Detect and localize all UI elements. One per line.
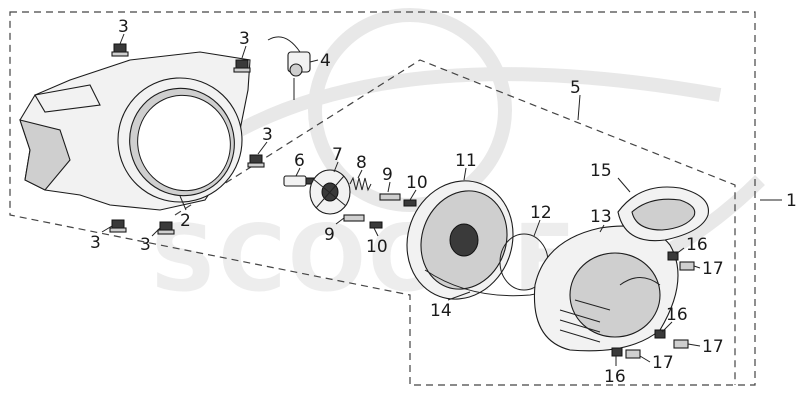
screw-3-top	[111, 43, 129, 57]
screw-3-middle	[247, 154, 265, 168]
starter-handle-part-15	[617, 186, 709, 242]
callout-2: 2	[180, 211, 191, 231]
callout-14: 14	[430, 301, 452, 321]
callout-3-top: 3	[118, 17, 129, 37]
callout-10-upper: 10	[406, 173, 428, 193]
screw-16-lower	[611, 347, 623, 357]
callout-8: 8	[356, 153, 367, 173]
callout-9-lower: 9	[324, 225, 335, 245]
screw-3-bottom-left	[109, 219, 127, 233]
callout-labels: 3 3 4 5 3 6 7 8 9 10 11 15 12 13 2 3 3 9…	[90, 17, 797, 387]
callout-6: 6	[294, 151, 305, 171]
screw-16-upper	[667, 251, 679, 261]
callout-17-middle: 17	[702, 337, 724, 357]
sensor-part-4	[267, 36, 311, 100]
callout-12: 12	[530, 203, 552, 223]
starter-housing-part-13	[533, 225, 679, 352]
spring-part-10-lower	[369, 221, 383, 229]
callout-16-lower: 16	[604, 367, 626, 387]
screw-3-top-right	[233, 59, 251, 73]
fan-shroud	[19, 51, 251, 211]
callout-7: 7	[332, 145, 343, 165]
callout-10-lower: 10	[366, 237, 388, 257]
starter-outline-5	[174, 59, 736, 385]
ratchet-part-7	[309, 169, 351, 215]
callout-4: 4	[320, 51, 331, 71]
callout-11: 11	[455, 151, 477, 171]
callout-3-middle: 3	[262, 125, 273, 145]
callout-15: 15	[590, 161, 612, 181]
screw-17-upper	[679, 261, 695, 271]
spring-part-10-upper	[403, 199, 417, 207]
pawl-part-9-lower	[343, 214, 365, 222]
callout-5: 5	[570, 78, 581, 98]
pawl-part-9-upper	[379, 193, 401, 201]
callout-13: 13	[590, 207, 612, 227]
pulley-part-11	[406, 180, 514, 300]
callout-17-lower: 17	[652, 353, 674, 373]
callout-1: 1	[786, 191, 797, 211]
callout-17-upper: 17	[702, 259, 724, 279]
callout-16-upper: 16	[686, 235, 708, 255]
callout-3-top-right: 3	[239, 29, 250, 49]
assembly-outline-1	[9, 11, 756, 386]
screw-17-middle	[673, 339, 689, 349]
screw-17-lower	[625, 349, 641, 359]
callout-9-upper: 9	[382, 165, 393, 185]
screw-16-middle	[654, 329, 666, 339]
screw-3-bottom	[157, 221, 175, 235]
bolt-part-6	[283, 175, 315, 187]
spring-part-8	[349, 176, 372, 192]
callout-3-bottom: 3	[140, 235, 151, 255]
leader-lines	[101, 33, 782, 366]
callout-16-middle: 16	[666, 305, 688, 325]
callout-3-bottom-left: 3	[90, 233, 101, 253]
